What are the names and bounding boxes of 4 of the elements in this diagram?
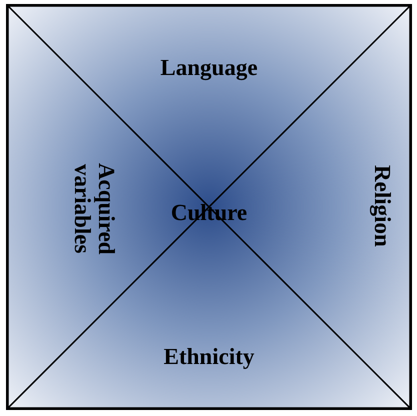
segment-label: Ethnicity [164,344,254,370]
segment-label: Language [160,56,258,80]
segment-label: Religion [370,164,394,249]
segment-label: Acquired variables [70,162,118,257]
